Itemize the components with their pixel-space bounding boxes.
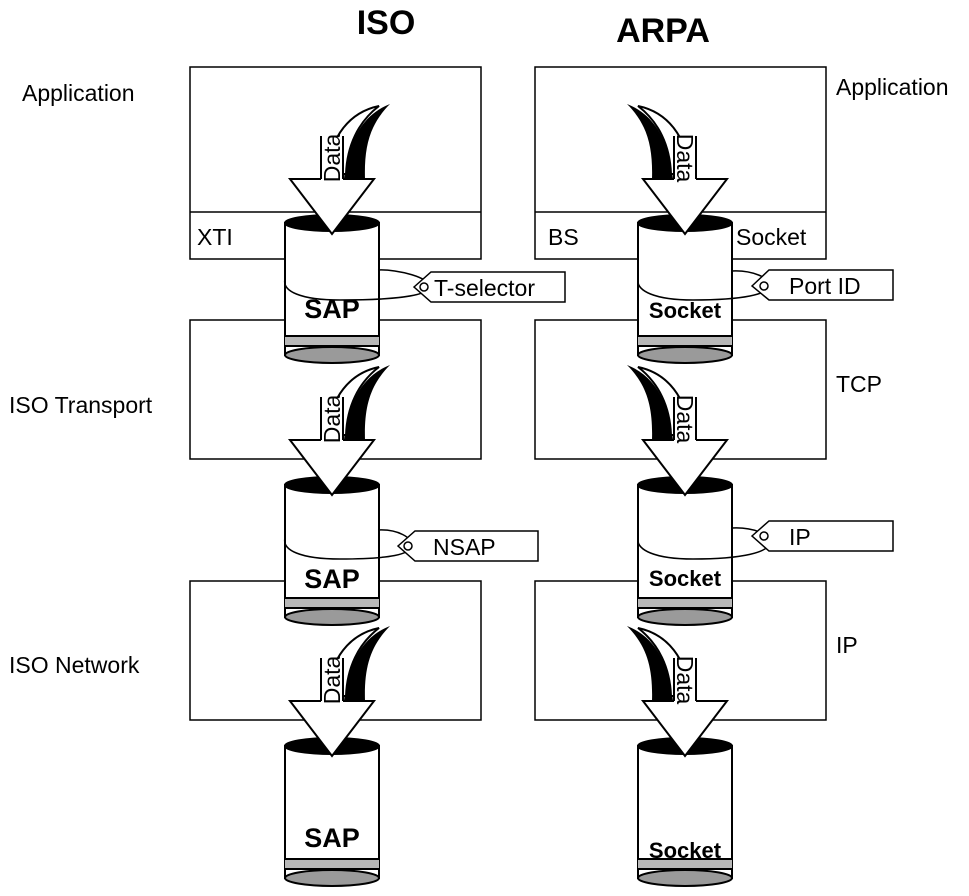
iso-application-label: Application <box>22 80 135 106</box>
iso-sap-cylinder-2 <box>284 476 380 626</box>
arpa-socket-label-2: Socket <box>649 566 722 591</box>
arpa-data-arrow-1: Data <box>627 104 727 234</box>
iso-data-arrow-2: Data <box>289 364 391 496</box>
ip-address-tag: IP <box>637 520 894 560</box>
tcp-label: TCP <box>836 371 882 397</box>
t-selector-tag: T-selector <box>284 269 566 303</box>
iso-sap-cylinder-1 <box>284 214 380 364</box>
iso-data-arrow-3-label: Data <box>319 656 345 705</box>
arpa-data-arrow-2: Data <box>627 365 727 495</box>
port-id-tag: Port ID <box>637 269 894 301</box>
bs-interface-label: BS <box>548 224 579 250</box>
nsap-tag: NSAP <box>284 529 539 562</box>
arpa-data-arrow-3-label: Data <box>672 656 698 705</box>
iso-data-arrow-2-label: Data <box>319 395 345 444</box>
iso-transport-label: ISO Transport <box>9 392 153 418</box>
arpa-data-arrow-2-label: Data <box>672 395 698 444</box>
iso-network-label: ISO Network <box>9 652 140 678</box>
iso-data-arrow-1-label: Data <box>319 134 345 183</box>
iso-sap-cylinder-3 <box>284 737 380 887</box>
arpa-application-label: Application <box>836 74 949 100</box>
nsap-label: NSAP <box>433 534 496 560</box>
port-id-label: Port ID <box>789 273 861 299</box>
ip-layer-label: IP <box>836 632 858 658</box>
iso-column-header: ISO <box>357 4 416 42</box>
socket-interface-label: Socket <box>736 224 807 250</box>
t-selector-label: T-selector <box>434 275 535 301</box>
arpa-socket-cylinder-3 <box>637 737 733 887</box>
arpa-data-arrow-3: Data <box>627 626 727 756</box>
arpa-socket-label-3: Socket <box>649 838 722 863</box>
ip-address-label: IP <box>789 524 811 550</box>
iso-sap-label-2: SAP <box>304 564 360 594</box>
arpa-column-header: ARPA <box>616 12 710 50</box>
arpa-socket-cylinder-2 <box>637 476 733 626</box>
arpa-socket-label-1: Socket <box>649 298 722 323</box>
arpa-data-arrow-1-label: Data <box>672 134 698 183</box>
iso-data-arrow-3: Data <box>289 625 391 757</box>
xti-interface-label: XTI <box>197 224 233 250</box>
arpa-socket-cylinder-1 <box>637 214 733 364</box>
iso-sap-label-3: SAP <box>304 823 360 853</box>
iso-data-arrow-1: Data <box>289 103 391 235</box>
